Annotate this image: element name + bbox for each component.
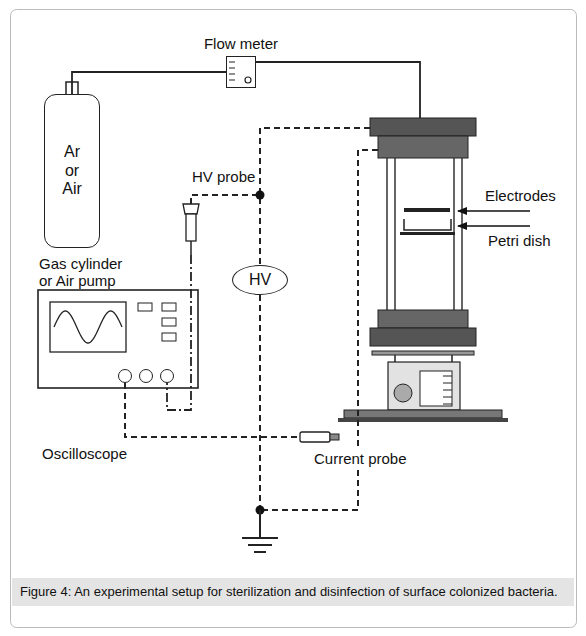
- reactor-rods: [387, 158, 462, 310]
- leader-arrow: [458, 210, 530, 212]
- scale-tick: [229, 68, 235, 69]
- stage-leg: [394, 355, 396, 362]
- current-signal-wire: [125, 383, 300, 437]
- scale-tick: [443, 397, 452, 398]
- hv-return-wire: [259, 295, 261, 510]
- part-label: Electrodes: [483, 187, 558, 204]
- source-name: HV: [249, 271, 271, 289]
- junction-dot: [256, 191, 265, 200]
- component-label: Flow meter: [204, 35, 278, 52]
- current-probe-body: [300, 432, 330, 442]
- probe-wire: [191, 195, 260, 204]
- scale-tick: [443, 390, 452, 391]
- leader-arrow: [458, 225, 530, 227]
- button: [162, 318, 176, 326]
- gas-cylinder: Ar or AirGas cylinder or Air pump: [44, 94, 100, 248]
- petri-dish: [404, 219, 451, 230]
- reactor-rod: [386, 158, 388, 310]
- reactor-bottom-flange: [378, 310, 468, 328]
- scale-tick: [443, 404, 452, 405]
- figure-frame: [11, 10, 577, 628]
- reactor-rod: [461, 158, 463, 310]
- hv-source: HV: [232, 265, 288, 295]
- flow-meter-scale: [229, 62, 235, 80]
- gas-connector: [72, 72, 226, 94]
- base-foot: [338, 418, 508, 422]
- ground-symbol: [242, 510, 278, 552]
- probe-label: Current probe: [312, 450, 409, 467]
- lab-jack: [388, 362, 460, 410]
- voltage-signal-wire: [167, 255, 191, 410]
- oscilloscope-buttons: [119, 303, 177, 383]
- oscilloscope-screen: [50, 302, 126, 352]
- jack-scale-ticks: [443, 376, 452, 404]
- ground-bar: [254, 551, 266, 553]
- instrument-label: Oscilloscope: [40, 445, 129, 462]
- figure-caption: Figure 4: An experimental setup for ster…: [12, 578, 574, 606]
- scale-tick: [443, 376, 452, 377]
- gas-line: [256, 62, 420, 118]
- scale-tick: [229, 80, 235, 81]
- part-label: Petri dish: [486, 232, 553, 249]
- jack-knob: [394, 384, 412, 402]
- component-label: Gas cylinder or Air pump: [39, 255, 135, 290]
- ground-bar: [248, 544, 272, 546]
- ground-lead: [259, 510, 261, 538]
- flow-meter: Flow meter: [226, 56, 256, 88]
- input-jack: [140, 370, 153, 383]
- probe-label: HV probe: [190, 168, 257, 185]
- reactor-rod: [394, 158, 396, 310]
- input-jack: [119, 370, 132, 383]
- scale-tick: [229, 62, 235, 63]
- upper-electrode: [404, 208, 450, 212]
- reactor-top-plate: [370, 118, 476, 136]
- probe-body: [186, 214, 196, 241]
- button: [162, 333, 176, 341]
- button: [162, 303, 176, 311]
- probe-cap: [183, 204, 199, 214]
- waveform: [54, 311, 122, 343]
- flow-meter-float: [245, 77, 251, 83]
- oscilloscope-body: [38, 290, 198, 388]
- reactor-top-flange: [378, 136, 468, 158]
- current-probe-clamp: [330, 434, 339, 440]
- base-plate: [344, 410, 502, 418]
- input-jack: [161, 370, 174, 383]
- button: [138, 303, 152, 311]
- lower-electrode: [400, 232, 455, 235]
- stage-leg: [451, 355, 453, 362]
- scale-tick: [229, 74, 235, 75]
- scale-tick: [443, 383, 452, 384]
- gas-name: Ar or Air: [57, 143, 87, 198]
- jack-scale: [420, 371, 452, 406]
- stage-plate: [372, 351, 474, 355]
- ground-bar: [242, 537, 278, 539]
- hv-wire: [260, 128, 370, 265]
- reactor-bottom-plate: [370, 328, 476, 346]
- probe-tip: [190, 241, 192, 255]
